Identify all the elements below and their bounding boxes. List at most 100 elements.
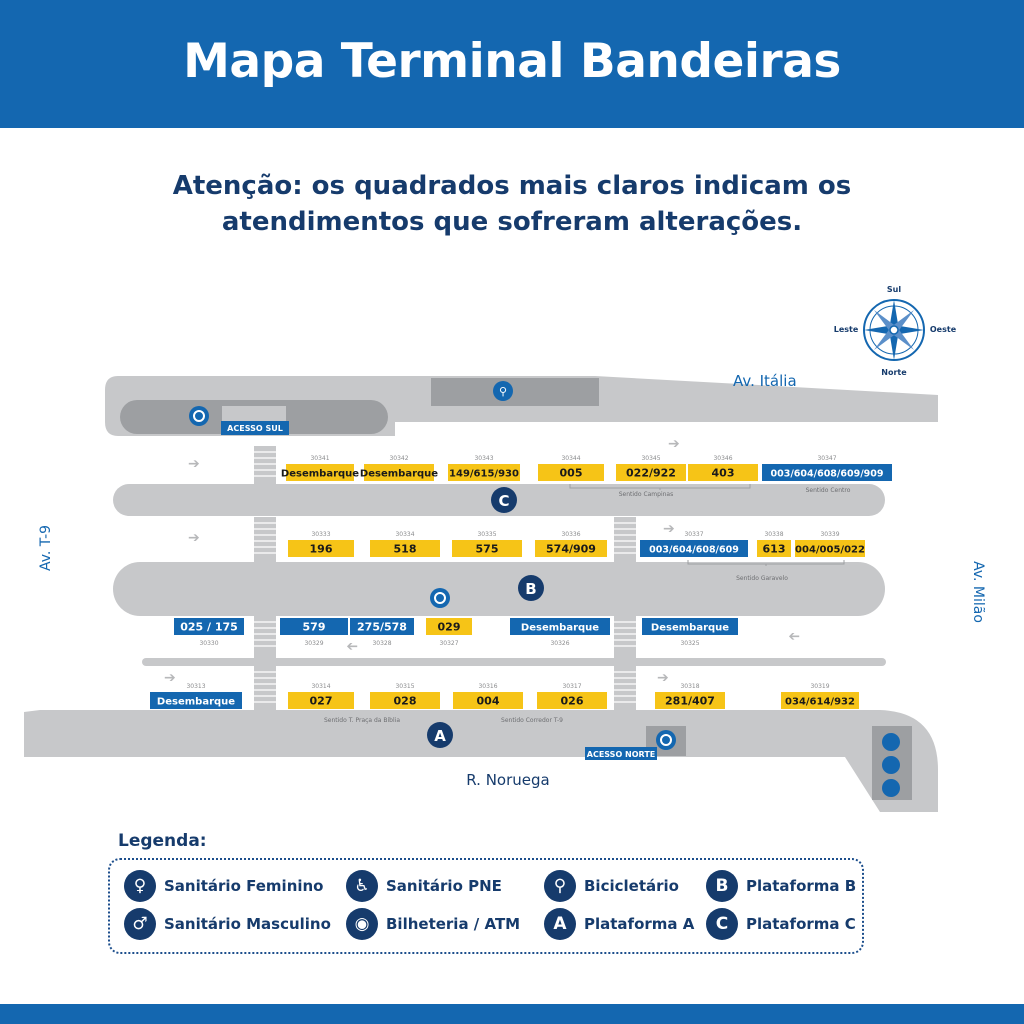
bay-30330 (174, 618, 244, 635)
bay-code-30316: 30316 (478, 683, 497, 690)
restroom-panel (872, 726, 912, 800)
bay-30318 (655, 692, 725, 709)
bay-30344 (538, 464, 604, 481)
compass-north: Norte (881, 368, 907, 377)
legend-label: Plataforma C (746, 915, 856, 933)
ticket-atm-icon: ◉ (346, 908, 378, 940)
svg-text:➔: ➔ (668, 436, 680, 452)
bay-code-30335: 30335 (477, 531, 496, 538)
acesso-norte-label-bg (585, 747, 657, 760)
bay-code-30317: 30317 (562, 683, 581, 690)
bay-30347 (762, 464, 892, 481)
bay-code-30344: 30344 (561, 455, 580, 462)
bay-code-30325: 30325 (680, 640, 699, 647)
street-av-italia: Av. Itália (733, 372, 797, 390)
bay-30327 (426, 618, 472, 635)
bay-30345 (616, 464, 686, 481)
acesso-norte-label: ACESSO NORTE (587, 750, 656, 759)
legend-item-platform-c: C Plataforma C (706, 908, 856, 940)
legend-label: Plataforma B (746, 877, 857, 895)
bay-label-30313: Desembarque (157, 697, 235, 708)
bay-label-30336: 574/909 (546, 543, 596, 556)
platform-c-icon: C (706, 908, 738, 940)
bay-code-30336: 30336 (561, 531, 580, 538)
bay-30313 (150, 692, 242, 709)
road-av-italia (105, 376, 938, 436)
legend-label: Sanitário PNE (386, 877, 502, 895)
bay-code-30345: 30345 (641, 455, 660, 462)
svg-text:➔: ➔ (788, 628, 800, 644)
legend-item-female-restroom: ♀ Sanitário Feminino (124, 870, 324, 902)
bay-code-30339: 30339 (820, 531, 839, 538)
direction-centro: Sentido Centro (806, 487, 851, 494)
platform-b-letter: B (525, 580, 536, 598)
legend-item-male-restroom: ♂Sanitário Masculino (124, 908, 331, 940)
bicycle-icon: ⚲ (544, 870, 576, 902)
ticket-atm-icon (189, 406, 209, 426)
bay-30334 (370, 540, 440, 557)
svg-text:➔: ➔ (663, 521, 675, 537)
legend-label: Bicicletário (584, 877, 679, 895)
bay-30316 (453, 692, 523, 709)
bay-30329 (280, 618, 348, 635)
svg-text:➔: ➔ (346, 638, 358, 654)
bay-code-30328: 30328 (372, 640, 391, 647)
bay-30339 (795, 540, 865, 557)
bay-label-30317: 026 (561, 695, 584, 708)
bay-code-30346: 30346 (713, 455, 732, 462)
bay-30337 (640, 540, 748, 557)
bay-label-30339: 004/005/022 (795, 545, 865, 556)
bay-30326 (510, 618, 610, 635)
wheelchair-icon: ♿ (346, 870, 378, 902)
platform-a-letter: A (434, 727, 446, 745)
bay-label-30347: 003/604/608/609/909 (770, 469, 883, 480)
bay-label-30330: 025 / 175 (180, 621, 238, 634)
south-access-building (120, 400, 388, 434)
bay-30314 (288, 692, 354, 709)
bay-code-30334: 30334 (395, 531, 414, 538)
bay-code-30315: 30315 (395, 683, 414, 690)
lane-divider (142, 658, 886, 666)
bay-code-30319: 30319 (810, 683, 829, 690)
legend-label: Sanitário Feminino (164, 877, 324, 895)
bay-label-30341: Desembarque (281, 469, 359, 480)
bay-label-30316: 004 (477, 695, 500, 708)
street-av-milao: Av. Milão (970, 561, 986, 623)
bay-30333 (288, 540, 354, 557)
svg-text:⚲: ⚲ (499, 385, 507, 398)
female-restroom-icon: ♀ (124, 870, 156, 902)
acesso-sul-label-bg (221, 421, 289, 435)
bay-label-30338: 613 (763, 543, 786, 556)
direction-praca-biblia: Sentido T. Praça da Bíblia (324, 717, 400, 724)
bay-30315 (370, 692, 440, 709)
male-restroom-icon: ♂ (124, 908, 156, 940)
bay-label-30315: 028 (394, 695, 417, 708)
bay-30325 (642, 618, 738, 635)
compass-west: Oeste (930, 325, 957, 334)
north-access-building (646, 726, 686, 756)
bay-label-30342: Desembarque (360, 469, 438, 480)
legend-box (108, 858, 864, 954)
bay-label-30345: 022/922 (626, 467, 676, 480)
bay-label-30337: 003/604/608/609 (649, 545, 739, 556)
platform-c-marker (491, 487, 517, 513)
bay-code-30342: 30342 (389, 455, 408, 462)
bay-label-30325: Desembarque (651, 623, 729, 634)
bay-30336 (535, 540, 607, 557)
bay-30346 (688, 464, 758, 481)
bay-code-30329: 30329 (304, 640, 323, 647)
svg-text:➔: ➔ (188, 456, 200, 472)
bays-layer: Desembarque30341Desembarque30342149/615/… (150, 455, 892, 709)
direction-garavelo: Sentido Garavelo (736, 575, 788, 582)
acesso-sul-label: ACESSO SUL (227, 424, 283, 433)
platform-b-marker (518, 575, 544, 601)
platform-a-icon: A (544, 908, 576, 940)
page-title: Mapa Terminal Bandeiras (183, 34, 841, 89)
bay-label-30327: 029 (438, 621, 461, 634)
wheelchair-icon (882, 733, 900, 751)
bay-label-30318: 281/407 (665, 695, 715, 708)
bay-code-30326: 30326 (550, 640, 569, 647)
bay-code-30343: 30343 (474, 455, 493, 462)
legend-item-ticket-atm: ◉Bilheteria / ATM (346, 908, 520, 940)
